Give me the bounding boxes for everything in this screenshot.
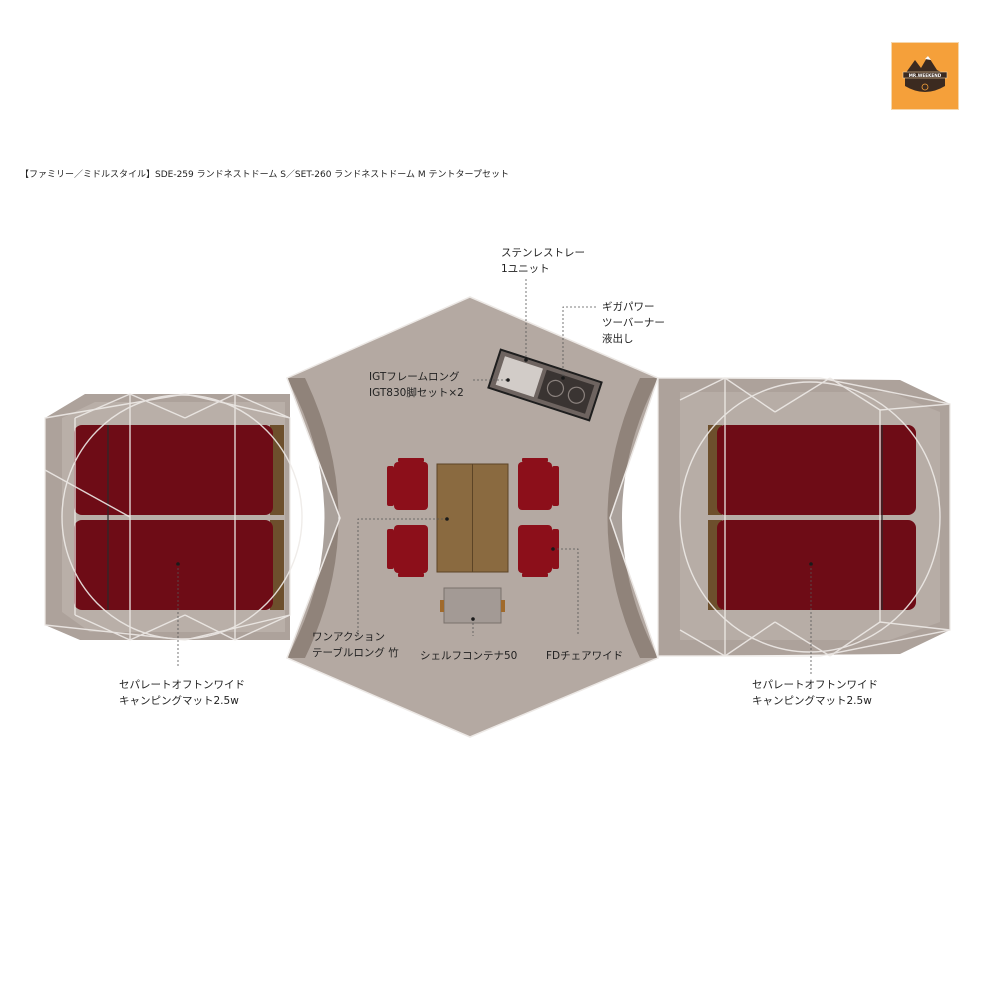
- logo-text: MR.WEEKEND: [909, 73, 942, 78]
- tarp-left-shadow: [287, 378, 339, 658]
- shelf-handle-left: [440, 600, 444, 612]
- shelf-handle-right: [501, 600, 505, 612]
- chair-arm: [552, 529, 559, 569]
- label-shelf: シェルフコンテナ50: [420, 650, 518, 662]
- label-igt-frame: IGTフレームロング IGT830脚セット×2: [369, 371, 464, 399]
- chair: [518, 458, 559, 510]
- stainless-tray: [495, 356, 543, 398]
- chair: [387, 458, 428, 510]
- label-chair: FDチェアワイド: [546, 650, 624, 662]
- right-mat-bottom: [717, 520, 916, 610]
- label-table: ワンアクション テーブルロング 竹: [312, 631, 399, 659]
- right-tent: [657, 377, 951, 657]
- right-mat-top: [717, 425, 916, 515]
- tarp-right-shadow: [607, 378, 658, 658]
- chair: [387, 525, 428, 577]
- chair-back: [522, 458, 548, 462]
- leader-lines: [177, 279, 812, 676]
- brand-logo: MR.WEEKEND: [890, 41, 960, 111]
- label-burner: ギガパワー ツーバーナー 液出し: [602, 301, 665, 345]
- left-tent: [44, 393, 303, 641]
- chair-arm: [387, 466, 394, 506]
- chair-back: [398, 458, 424, 462]
- tarp-outline: [286, 296, 659, 738]
- chair-seat: [394, 525, 428, 573]
- left-frame: [44, 393, 303, 641]
- igt-frame: [487, 348, 603, 422]
- label-stainless-tray: ステンレストレー 1ユニット: [501, 247, 585, 275]
- shelf-body: [443, 587, 502, 624]
- leader-dots: [176, 358, 813, 621]
- shelf-container: [440, 587, 505, 624]
- chair-arm: [552, 466, 559, 506]
- table-group: [387, 458, 559, 577]
- label-mat-left: セパレートオフトンワイド キャンピングマット2.5w: [119, 679, 245, 707]
- left-mat-bottom: [74, 520, 273, 610]
- chair-seat: [394, 462, 428, 510]
- burner-ring-left: [546, 379, 565, 397]
- chair-arm: [387, 529, 394, 569]
- chair: [518, 525, 559, 577]
- chair-seat: [518, 462, 552, 510]
- page-title: 【ファミリー／ミドルスタイル】SDE-259 ランドネストドーム S／SET-2…: [20, 170, 509, 180]
- chair-back: [398, 573, 424, 577]
- left-mat-top: [74, 425, 273, 515]
- chair-back: [522, 573, 548, 577]
- chair-seat: [518, 525, 552, 573]
- label-mat-right: セパレートオフトンワイド キャンピングマット2.5w: [752, 679, 878, 707]
- burner-ring-right: [567, 386, 585, 404]
